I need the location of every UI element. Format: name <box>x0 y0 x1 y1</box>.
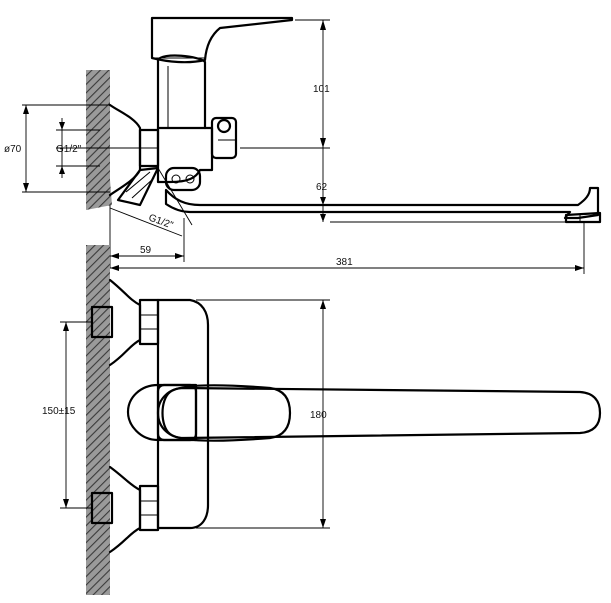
side-dimensions: 101 62 ø70 G1/2" G1/2" 59 <box>4 19 585 274</box>
aerator-side <box>564 211 602 224</box>
faucet-body-front <box>156 298 210 530</box>
cartridge-cap-front <box>156 383 198 442</box>
bottom-nut-front <box>138 484 160 532</box>
dim-label-inlet-spacing: 150±15 <box>42 406 76 417</box>
lever-front <box>161 384 292 442</box>
dim-label-62: 62 <box>316 182 328 193</box>
faucet-body-side <box>156 126 214 184</box>
side-view <box>86 16 602 224</box>
spout-side <box>164 186 600 220</box>
dim-label-body-height: 180 <box>310 410 327 421</box>
dim-label-101: 101 <box>313 84 330 95</box>
lever-handle-side <box>150 16 294 64</box>
wall-section-front <box>86 245 110 595</box>
front-view <box>86 245 602 595</box>
top-flange-front <box>108 278 142 367</box>
dim-label-thread-bottom: G1/2" <box>147 212 175 231</box>
wall-flange-side <box>108 103 142 197</box>
bottom-flange-front <box>108 465 142 554</box>
top-nut-front <box>138 298 160 346</box>
diverter-knob-side <box>210 116 238 160</box>
dim-label-thread-top: G1/2" <box>56 144 82 155</box>
dim-label-59: 59 <box>140 245 152 256</box>
front-dimensions: 150±15 180 <box>42 299 330 529</box>
mixer-housing-front <box>126 383 198 442</box>
cartridge-housing-side <box>156 54 207 130</box>
dim-label-381: 381 <box>336 257 353 268</box>
spout-front <box>156 386 602 440</box>
dim-label-diameter: ø70 <box>4 144 22 155</box>
spout-swivel-side <box>164 166 202 192</box>
wall-section-side-lower <box>86 180 112 210</box>
